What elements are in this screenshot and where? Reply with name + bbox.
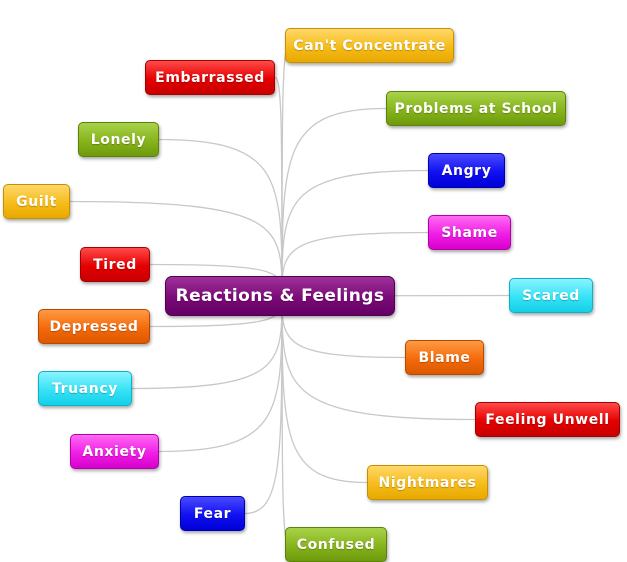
topic-label: Angry [441, 162, 492, 179]
connector-lonely [158, 138, 283, 297]
topic-depressed[interactable]: Depressed [38, 309, 150, 344]
topic-label: Shame [441, 224, 498, 241]
topic-problems-at-school[interactable]: Problems at School [386, 91, 566, 126]
topic-label: Truancy [52, 380, 118, 397]
topic-label: Embarrassed [155, 69, 265, 86]
topic-anxiety[interactable]: Anxiety [70, 434, 159, 469]
topic-truancy[interactable]: Truancy [38, 371, 132, 406]
topic-label: Blame [418, 349, 471, 366]
topic-label: Lonely [90, 131, 147, 148]
connector-angry [281, 169, 429, 297]
topic-feeling-unwell[interactable]: Feeling Unwell [475, 402, 620, 437]
topic-label: Confused [296, 537, 376, 553]
connector-problems-at-school [281, 107, 387, 297]
topic-lonely[interactable]: Lonely [78, 122, 159, 157]
topic-embarrassed[interactable]: Embarrassed [145, 60, 275, 95]
topic-label: Fear [193, 505, 232, 522]
topic-label: Feeling Unwell [485, 411, 610, 428]
topic-label: Problems at School [394, 100, 558, 117]
topic-tired[interactable]: Tired [80, 247, 150, 282]
topic-scared[interactable]: Scared [509, 278, 593, 313]
connector-guilt [69, 200, 283, 297]
topic-label: Scared [522, 287, 580, 304]
central-topic[interactable]: Reactions & Feelings [165, 276, 395, 316]
topic-label: Guilt [16, 193, 57, 210]
topic-label: Depressed [49, 318, 139, 335]
topic-angry[interactable]: Angry [428, 153, 505, 188]
topic-guilt[interactable]: Guilt [3, 184, 70, 219]
topic-nightmares[interactable]: Nightmares [367, 465, 488, 500]
topic-fear[interactable]: Fear [180, 496, 245, 531]
topic-shame[interactable]: Shame [428, 215, 511, 250]
topic-label: Can't Concentrate [293, 37, 446, 54]
connector-anxiety [158, 295, 283, 453]
topic-label: Tired [93, 256, 137, 273]
central-topic-label: Reactions & Feelings [175, 286, 385, 306]
topic-cant-concentrate[interactable]: Can't Concentrate [285, 28, 454, 63]
connector-fear [244, 295, 283, 515]
topic-label: Anxiety [82, 443, 147, 460]
connector-nightmares [281, 295, 368, 484]
topic-label: Nightmares [378, 474, 477, 491]
topic-confused[interactable]: Confused [285, 527, 387, 562]
topic-blame[interactable]: Blame [405, 340, 484, 375]
